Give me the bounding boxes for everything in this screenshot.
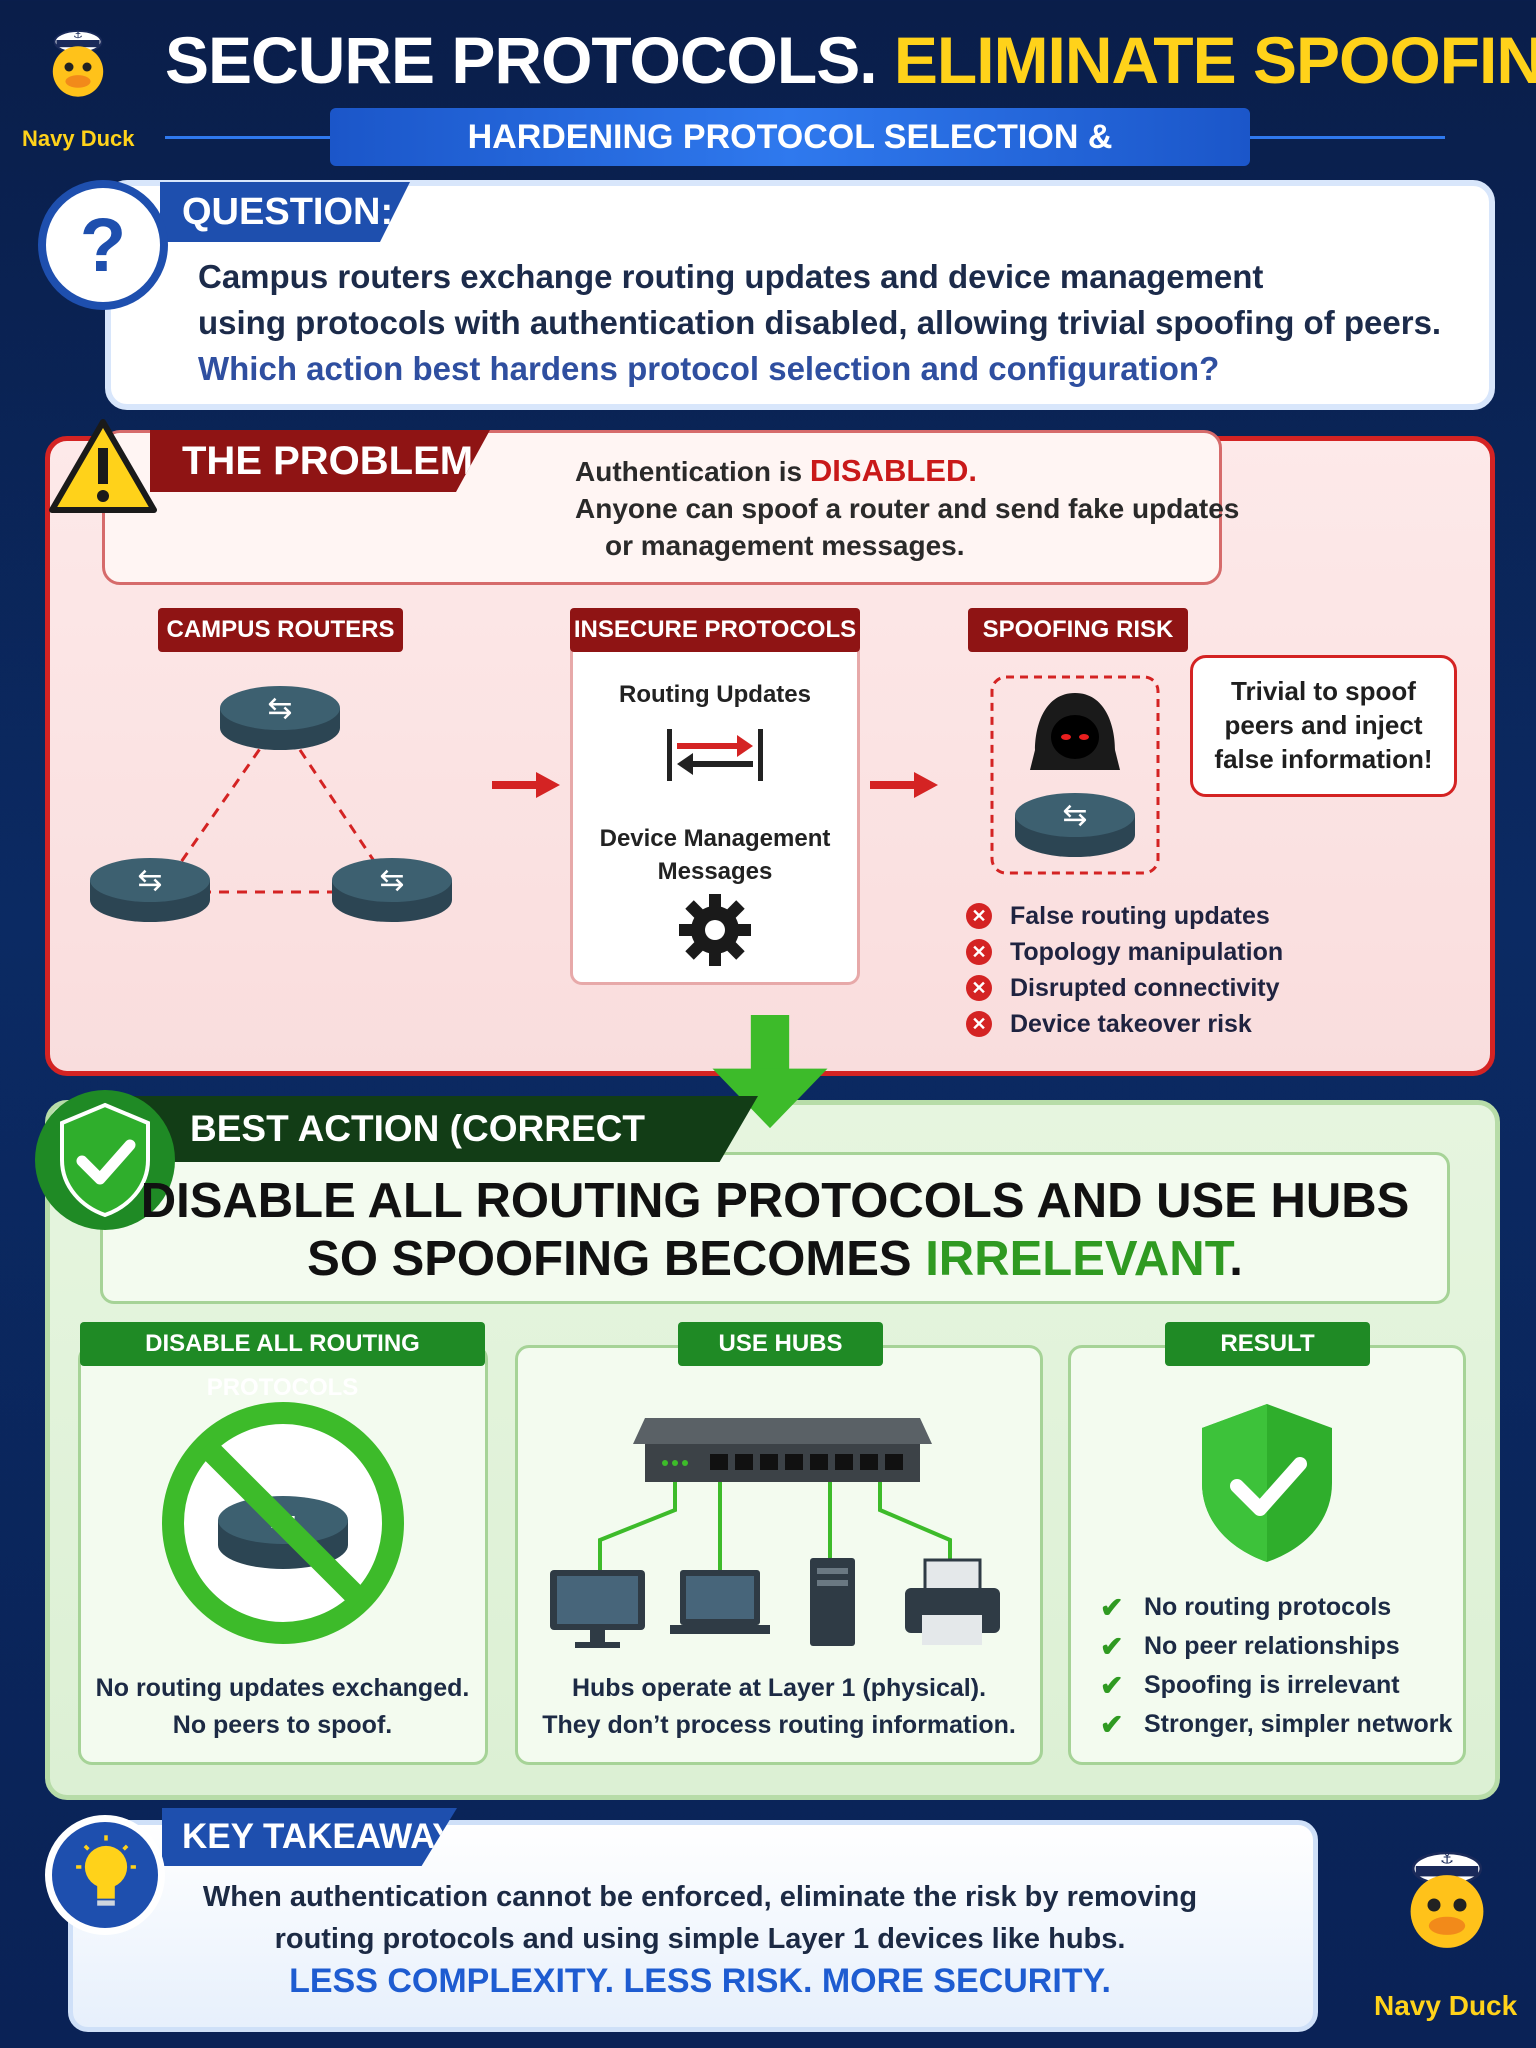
monitor-icon xyxy=(550,1570,645,1648)
subtitle-line-right xyxy=(1245,136,1445,139)
risk-item: ✕Topology manipulation xyxy=(966,934,1286,970)
use-hubs-tag: USE HUBS xyxy=(678,1322,883,1366)
arrow-right-icon xyxy=(870,772,938,798)
risk-item: ✕Device takeover risk xyxy=(966,1006,1286,1042)
duck-mascot-icon: ⚓ xyxy=(1410,1849,1484,1948)
result-item: ✔No peer relationships xyxy=(1100,1631,1400,1662)
router-icon: ⇆ xyxy=(90,858,210,922)
routing-updates-label: Routing Updates xyxy=(619,681,811,708)
device-management-label: Device Management Messages xyxy=(599,825,831,885)
use-hubs-text: Hubs operate at Layer 1 (physical). They… xyxy=(542,1674,1016,1739)
check-icon: ✔ xyxy=(1100,1670,1124,1701)
use-hubs-card xyxy=(515,1345,1043,1765)
best-action-tag: BEST ACTION (CORRECT ANSWER) xyxy=(118,1096,758,1162)
question-line-1: Campus routers exchange routing updates … xyxy=(198,258,1264,295)
exchange-arrows-icon xyxy=(667,729,763,781)
problem-note-line-2: Anyone can spoof a router and send fake … xyxy=(575,493,1240,524)
question-line-2: using protocols with authentication disa… xyxy=(198,304,1442,341)
svg-text:⚓: ⚓ xyxy=(73,28,83,41)
router-network-diagram: ⇆ ⇆ ⇆ xyxy=(90,686,452,922)
gear-icon xyxy=(679,894,751,966)
duck-mascot-icon: ⚓ xyxy=(52,28,104,97)
result-list: ✔No routing protocols ✔No peer relations… xyxy=(1100,1588,1460,1744)
spoof-warning-bubble: Trivial to spoof peers and inject false … xyxy=(1190,655,1457,797)
no-router-icon: ⇆ xyxy=(162,1402,404,1644)
risk-list: ✕False routing updates ✕Topology manipul… xyxy=(966,898,1286,1042)
check-icon: ✔ xyxy=(1100,1709,1124,1740)
hacker-router-icon: ⇆ xyxy=(990,675,1160,875)
problem-note-line-3: or management messages. xyxy=(605,530,965,561)
x-mark-icon: ✕ xyxy=(966,975,992,1001)
arrow-down-icon xyxy=(712,1015,828,1129)
disable-routing-tag: DISABLE ALL ROUTING PROTOCOLS xyxy=(80,1322,485,1401)
arrow-right-icon xyxy=(492,772,560,798)
campus-routers-tag: CAMPUS ROUTERS xyxy=(158,608,403,652)
subtitle-line-left xyxy=(165,136,335,139)
title-part2: ELIMINATE SPOOFING. xyxy=(893,23,1536,97)
svg-text:⇆: ⇆ xyxy=(137,863,162,898)
navy-duck-logo-top: ⚓ Navy Duck xyxy=(18,22,138,162)
headline-line-1: DISABLE ALL ROUTING PROTOCOLS AND USE HU… xyxy=(140,1174,1410,1228)
brand-label-top: Navy Duck xyxy=(22,126,135,151)
page-subtitle: HARDENING PROTOCOL SELECTION & CONFIGURA… xyxy=(330,108,1250,214)
headline-line-2: SO SPOOFING BECOMES IRRELEVANT. xyxy=(307,1232,1243,1286)
question-tag: QUESTION: xyxy=(160,182,410,242)
x-mark-icon: ✕ xyxy=(966,1011,992,1037)
warning-icon xyxy=(49,419,157,513)
svg-text:⚓: ⚓ xyxy=(1440,1849,1454,1867)
title-part1: SECURE PROTOCOLS. xyxy=(165,23,878,97)
disable-routing-text: No routing updates exchanged. No peers t… xyxy=(95,1674,470,1739)
svg-text:⇆: ⇆ xyxy=(1062,798,1087,833)
brand-label-bottom: Navy Duck xyxy=(1374,1990,1518,2021)
router-icon: ⇆ xyxy=(220,686,340,750)
problem-note-text: Authentication is DISABLED. Anyone can s… xyxy=(575,452,1239,564)
navy-duck-logo-bottom: ⚓ Navy Duck xyxy=(1362,1840,1532,2040)
lightbulb-badge xyxy=(45,1815,165,1935)
x-mark-icon: ✕ xyxy=(966,903,992,929)
printer-icon xyxy=(905,1558,1000,1645)
risk-item: ✕False routing updates xyxy=(966,898,1286,934)
problem-note-line-1: Authentication is DISABLED. xyxy=(575,453,977,488)
shield-check-icon xyxy=(1202,1404,1332,1562)
risk-item: ✕Disrupted connectivity xyxy=(966,970,1286,1006)
question-mark-icon: ? xyxy=(38,180,168,310)
router-icon: ⇆ xyxy=(332,858,452,922)
result-item: ✔Spoofing is irrelevant xyxy=(1100,1670,1400,1701)
result-item: ✔No routing protocols xyxy=(1100,1592,1392,1623)
question-text: Campus routers exchange routing updates … xyxy=(198,254,1478,392)
question-line-3: Which action best hardens protocol selec… xyxy=(198,350,1220,387)
shield-check-icon xyxy=(35,1090,175,1230)
key-takeaway-motto: LESS COMPLEXITY. LESS RISK. MORE SECURIT… xyxy=(289,1962,1111,2000)
best-action-headline: DISABLE ALL ROUTING PROTOCOLS AND USE HU… xyxy=(100,1172,1450,1288)
laptop-icon xyxy=(670,1570,770,1634)
problem-tag: THE PROBLEM xyxy=(150,430,490,492)
check-icon: ✔ xyxy=(1100,1592,1124,1623)
key-takeaway-text: When authentication cannot be enforced, … xyxy=(202,1881,1198,1955)
best-action-headline-box xyxy=(100,1152,1450,1304)
server-tower-icon xyxy=(810,1558,855,1646)
hub-network-icon xyxy=(550,1418,1000,1648)
result-tag: RESULT xyxy=(1165,1322,1370,1366)
svg-text:⇆: ⇆ xyxy=(267,691,292,726)
insecure-protocols-tag: INSECURE PROTOCOLS xyxy=(570,608,860,652)
lightbulb-icon xyxy=(76,1835,136,1906)
check-icon: ✔ xyxy=(1100,1631,1124,1662)
spoofing-risk-tag: SPOOFING RISK xyxy=(968,608,1188,652)
svg-text:⇆: ⇆ xyxy=(379,863,404,898)
x-mark-icon: ✕ xyxy=(966,939,992,965)
key-takeaway-tag: KEY TAKEAWAY xyxy=(162,1808,457,1866)
page-title: SECURE PROTOCOLS. ELIMINATE SPOOFING. xyxy=(165,22,1536,98)
result-item: ✔Stronger, simpler network xyxy=(1100,1709,1453,1740)
